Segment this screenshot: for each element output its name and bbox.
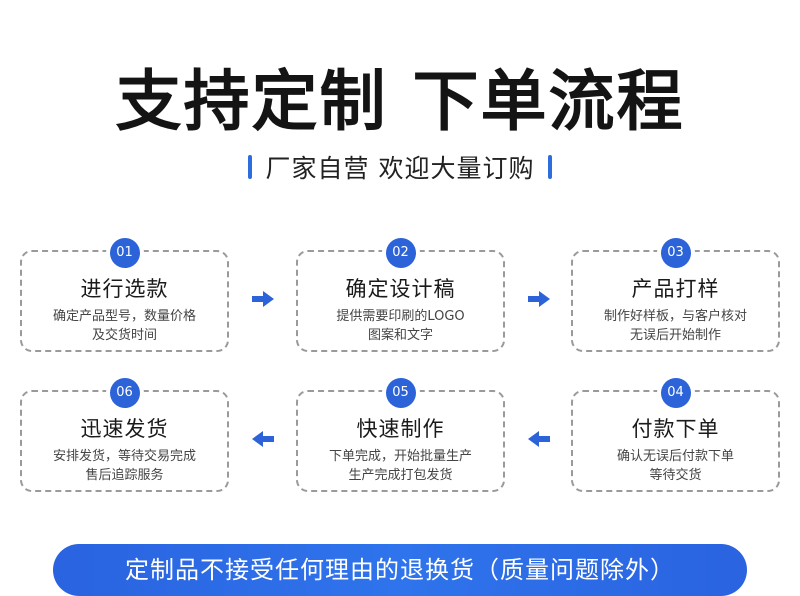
step-description: 提供需要印刷的LOGO 图案和文字: [308, 307, 493, 345]
arrow-right-icon: [252, 291, 274, 307]
step-description-line: 生产完成打包发货: [348, 468, 453, 483]
step-description-line: 下单完成，开始批量生产: [328, 449, 472, 464]
subtitle-text: 厂家自营 欢迎大量订购: [265, 154, 535, 183]
step-title: 快速制作: [356, 417, 445, 441]
subtitle-bar-left: [247, 155, 252, 179]
step-title: 付款下单: [631, 417, 720, 441]
step-card-01: 01 进行选款 确定产品型号，数量价格 及交货时间: [20, 238, 229, 352]
step-title: 确定设计稿: [345, 277, 456, 301]
step-description-line: 制作好样板，与客户核对: [603, 309, 747, 324]
page-title: 支持定制 下单流程: [115, 63, 685, 140]
step-number-badge: 02: [385, 238, 416, 268]
step-description-line: 及交货时间: [91, 328, 157, 343]
arrow-left-icon: [252, 431, 274, 447]
step-description: 确定产品型号，数量价格 及交货时间: [32, 307, 217, 345]
step-title: 进行选款: [80, 277, 169, 301]
step-description-line: 无误后开始制作: [629, 328, 721, 343]
step-description-line: 确认无误后付款下单: [616, 449, 734, 464]
step-description-line: 售后追踪服务: [85, 468, 164, 483]
step-title: 迅速发货: [80, 417, 169, 441]
step-description: 下单完成，开始批量生产 生产完成打包发货: [308, 447, 493, 485]
step-description-line: 图案和文字: [367, 328, 433, 343]
step-description-line: 提供需要印刷的LOGO: [336, 309, 465, 324]
step-card-06: 06 迅速发货 安排发货，等待交易完成 售后追踪服务: [20, 378, 229, 492]
step-card-04: 04 付款下单 确认无误后付款下单 等待交货: [571, 378, 780, 492]
step-number-badge: 05: [385, 378, 416, 408]
notice-banner: 定制品不接受任何理由的退换货（质量问题除外）: [53, 544, 747, 596]
arrow-right-icon: [528, 291, 550, 307]
step-card-05: 05 快速制作 下单完成，开始批量生产 生产完成打包发货: [296, 378, 505, 492]
step-description-line: 安排发货，等待交易完成: [52, 449, 196, 464]
step-description-line: 等待交货: [649, 468, 702, 483]
subtitle: 厂家自营 欢迎大量订购: [0, 150, 800, 184]
step-description: 确认无误后付款下单 等待交货: [583, 447, 768, 485]
arrow-left-icon: [528, 431, 550, 447]
step-number-badge: 03: [660, 238, 691, 268]
step-card-03: 03 产品打样 制作好样板，与客户核对 无误后开始制作: [571, 238, 780, 352]
step-number-badge: 01: [109, 238, 140, 268]
step-description-line: 确定产品型号，数量价格: [52, 309, 196, 324]
step-number-badge: 06: [109, 378, 140, 408]
step-card-02: 02 确定设计稿 提供需要印刷的LOGO 图案和文字: [296, 238, 505, 352]
step-description: 制作好样板，与客户核对 无误后开始制作: [583, 307, 768, 345]
subtitle-bar-right: [548, 155, 553, 179]
step-description: 安排发货，等待交易完成 售后追踪服务: [32, 447, 217, 485]
step-title: 产品打样: [631, 277, 720, 301]
step-number-badge: 04: [660, 378, 691, 408]
